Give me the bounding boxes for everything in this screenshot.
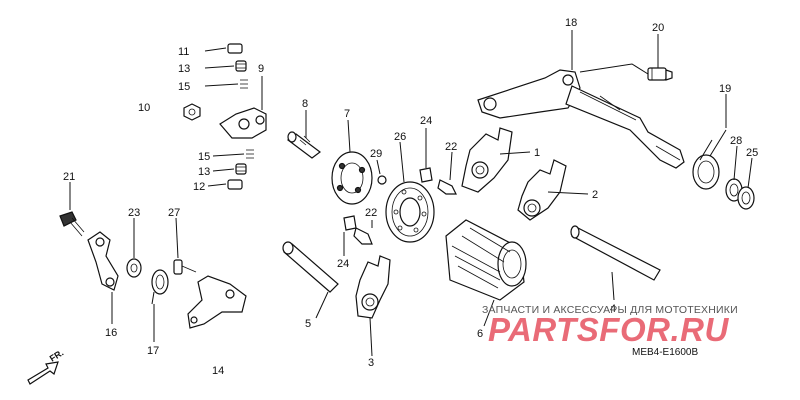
callout-19: 19 [719,83,731,95]
gearshift-spindle [477,63,685,169]
bolt-21 [59,211,85,237]
callout-27: 27 [168,207,180,219]
damper-11 [227,43,243,54]
callout-7: 7 [344,108,350,120]
callout-16: 16 [105,327,117,339]
callout-2: 2 [592,189,598,201]
washer-24-lower [343,215,357,231]
leader-lines [69,30,753,357]
callout-8: 8 [302,98,308,110]
stopper-arm [219,107,267,139]
callout-26: 26 [394,131,406,143]
plate-14 [187,275,247,329]
watermark-logo: PARTSFOR.RU [488,311,729,348]
spring-17 [151,269,169,305]
callout-20: 20 [652,22,664,34]
callout-29: 29 [370,148,382,160]
callout-24-lower: 24 [337,258,349,270]
fork-shaft-5 [282,241,339,293]
callout-13-upper: 13 [178,63,190,75]
callout-11: 11 [178,46,189,58]
callout-4: 4 [610,303,616,315]
callout-15-upper: 15 [178,81,190,93]
diagram-code: MEB4-E1600B [632,347,699,358]
callout-25: 25 [746,147,758,159]
stopper-pin-8 [287,131,321,159]
callout-numbers: 11 13 15 9 10 15 13 12 8 7 29 26 24 22 1… [63,17,758,377]
shift-fork-1 [461,127,513,193]
spring-13-upper [235,60,247,72]
pin-29 [377,175,387,185]
collar-15-upper [240,79,248,89]
front-label: FR. [48,348,66,364]
front-direction-arrow-icon [27,361,59,385]
drum-center [331,151,373,205]
callout-6: 6 [477,328,483,340]
callout-13-lower: 13 [198,166,210,178]
callout-23: 23 [128,207,140,219]
callout-5: 5 [305,318,311,330]
callout-15-lower: 15 [198,151,210,163]
shift-fork-3 [355,255,391,319]
bearing [385,181,435,243]
callout-18: 18 [565,17,577,29]
nut-10 [183,103,201,121]
washer-24-upper [419,167,433,183]
bolt-22-upper [437,179,457,195]
washer-25 [737,186,755,210]
return-spring [692,129,727,190]
collar-15-lower [246,149,254,159]
callout-9: 9 [258,63,264,75]
callout-1: 1 [534,147,540,159]
callout-10: 10 [138,102,150,114]
callout-3: 3 [368,357,374,369]
callout-21: 21 [63,171,75,183]
bolt-22-lower [353,227,373,245]
callout-22-upper: 22 [445,141,457,153]
callout-14: 14 [212,365,224,377]
callout-17: 17 [147,345,159,357]
watermark-caption: ЗАПЧАСТИ И АКСЕССУАРЫ ДЛЯ МОТОТЕХНИКИ [482,304,738,316]
gearshift-arm [87,231,119,291]
shift-drum [445,219,527,301]
spring-13-lower [235,163,247,175]
shift-fork-2 [517,159,567,221]
callout-28: 28 [730,135,742,147]
callout-22-lower: 22 [365,207,377,219]
bolt-20 [647,67,673,81]
damper-12 [227,179,243,190]
pin-bolt-27 [173,259,197,275]
callout-24-upper: 24 [420,115,432,127]
fork-shaft-4 [570,225,661,281]
washer-23 [126,258,142,278]
callout-12: 12 [193,181,205,193]
